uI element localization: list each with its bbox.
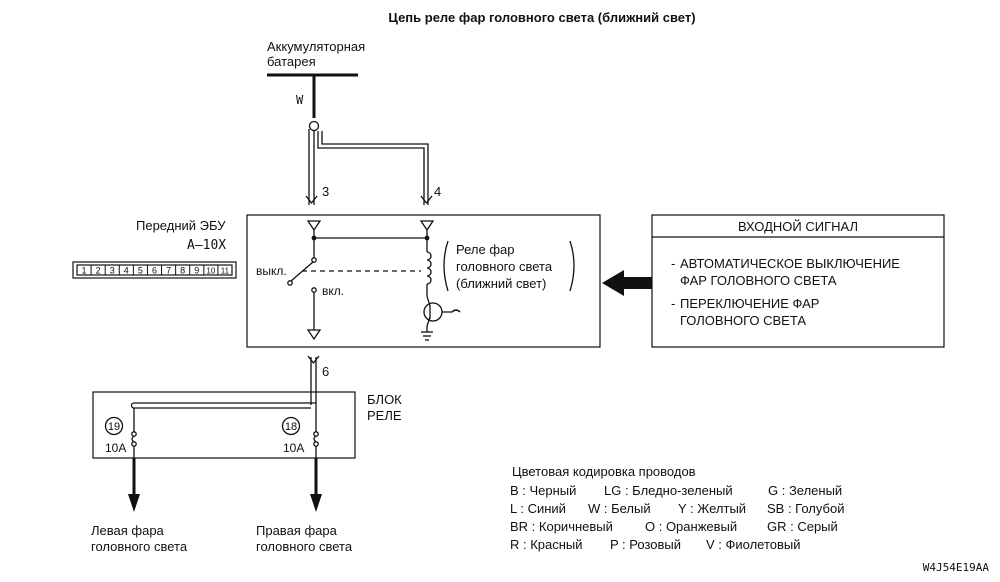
connector-pin-9: 9 [194,266,199,276]
input-signal-header: ВХОДНОЙ СИГНАЛ [738,219,858,234]
pin-6-label: 6 [322,364,329,379]
connector-pin-1: 1 [82,266,87,276]
relay-label-line3: (ближний свет) [456,276,546,291]
connector-pin-10: 10 [206,267,215,276]
legend-title: Цветовая кодировка проводов [512,464,696,479]
legend-row3-col2: O : Оранжевый [645,519,737,534]
wire-color-legend: Цветовая кодировка проводов B : Черный L… [510,464,844,552]
fuse-right-number: 18 [285,421,297,433]
legend-row1-col2: LG : Бледно-зеленый [604,483,733,498]
relay-block-label-line1: БЛОК [367,392,402,407]
fuse-right-rating: 10A [283,441,304,455]
ecu-box [246,214,601,348]
connector-pin-11: 11 [221,267,230,276]
battery-label-line1: Аккумуляторная [267,39,365,54]
diagram-title: Цепь реле фар головного света (ближний с… [388,10,695,25]
figure-code: W4J54E19AA [923,561,990,574]
legend-row2-col1: L : Синий [510,501,566,516]
legend-row2-col2: W : Белый [588,501,651,516]
pin-3-label: 3 [322,184,329,199]
legend-row4-col3: V : Фиолетовый [706,537,801,552]
input-item1-line2: ФАР ГОЛОВНОГО СВЕТА [680,273,837,288]
ecu-connector-label: A–10X [187,238,226,253]
battery-label-line2: батарея [267,54,316,69]
pin-6-wire: 6 [307,355,329,405]
ecu-label: Передний ЭБУ [136,218,226,233]
legend-row3-col3: GR : Серый [767,519,838,534]
relay-block: БЛОК РЕЛЕ 19 10A 18 10A [92,391,402,459]
legend-row4-col2: P : Розовый [610,537,681,552]
connector-pin-2: 2 [96,266,101,276]
battery-wire-color: W [296,93,304,107]
input-item2-bullet: - [671,296,675,311]
input-item1-line1: АВТОМАТИЧЕСКОЕ ВЫКЛЮЧЕНИЕ [680,256,900,271]
battery-feed-wires: 3 4 [305,129,441,205]
fuse-left-number: 19 [108,421,120,433]
left-headlight-label-line2: головного света [91,539,188,554]
switch-off-label: выкл. [256,264,287,278]
left-headlight-output: Левая фара головного света [91,458,188,554]
fuse-left-rating: 10A [105,441,126,455]
connector-pin-7: 7 [166,266,171,276]
input-item1-bullet: - [671,256,675,271]
legend-row1-col3: G : Зеленый [768,483,842,498]
right-headlight-label-line2: головного света [256,539,353,554]
connector-pin-8: 8 [180,266,185,276]
right-headlight-output: Правая фара головного света [256,458,353,554]
relay-label-line1: Реле фар [456,242,514,257]
relay-block-label-line2: РЕЛЕ [367,408,402,423]
relay-label-line2: головного света [456,259,553,274]
input-item2-line2: ГОЛОВНОГО СВЕТА [680,313,806,328]
input-item2-line1: ПЕРЕКЛЮЧЕНИЕ ФАР [680,296,819,311]
connector-pin-4: 4 [124,266,129,276]
connector-pin-5: 5 [138,266,143,276]
legend-row3-col1: BR : Коричневый [510,519,613,534]
ecu-internal-circuit: выкл. вкл. Реле фар головного света (бли… [256,230,575,341]
legend-row2-col3: Y : Желтый [678,501,746,516]
legend-row4-col1: R : Красный [510,537,583,552]
connector-pin-3: 3 [110,266,115,276]
legend-row2-col4: SB : Голубой [767,501,844,516]
pin-4-label: 4 [434,184,441,199]
connector-pin-6: 6 [152,266,157,276]
left-headlight-label-line1: Левая фара [91,523,165,538]
battery: Аккумуляторная батарея W [267,39,365,132]
switch-on-label: вкл. [322,284,344,298]
input-signal-box: ВХОДНОЙ СИГНАЛ - АВТОМАТИЧЕСКОЕ ВЫКЛЮЧЕН… [651,214,945,348]
right-headlight-label-line1: Правая фара [256,523,338,538]
legend-row1-col1: B : Черный [510,483,576,498]
input-arrow [602,270,652,296]
